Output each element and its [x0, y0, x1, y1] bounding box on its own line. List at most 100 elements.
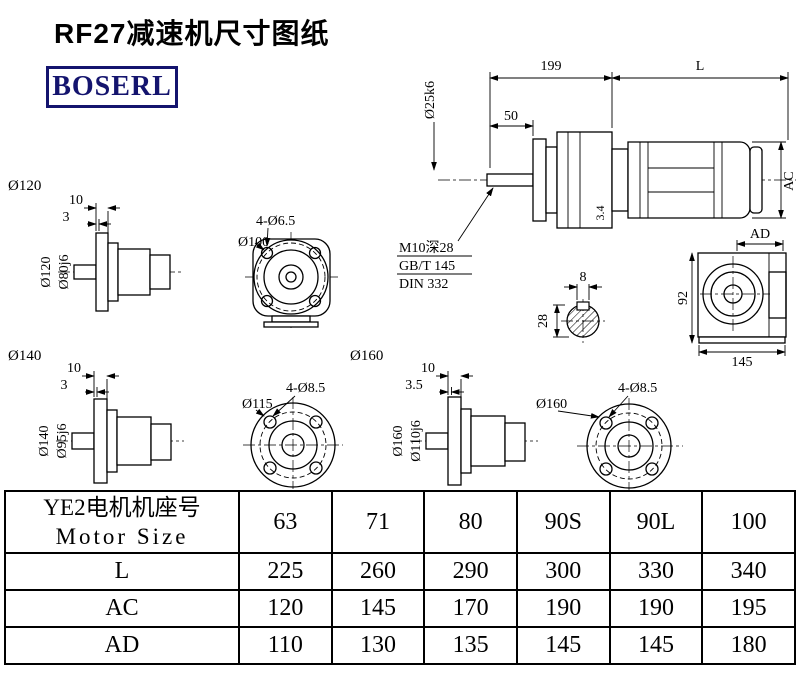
view-label-d160: Ø160 — [350, 348, 383, 364]
dim-L: L — [696, 59, 705, 74]
table-row-L: L 225 260 290 300 330 340 — [4, 552, 796, 591]
table-cell: 225 — [238, 552, 333, 591]
dim-AD: AD — [750, 227, 770, 242]
fan-cover — [749, 146, 763, 214]
bolt-hole — [308, 294, 322, 308]
bolt-circle — [595, 412, 663, 480]
bolt-circle — [259, 411, 327, 479]
table-cell: 300 — [515, 552, 611, 591]
table-cell: 190 — [515, 589, 611, 628]
front-view-160: Ø160 4-Ø8.5 — [536, 381, 683, 490]
header-en: Motor Size — [55, 523, 189, 549]
header-cn: YE2电机机座号 — [43, 494, 201, 520]
table-cell: 145 — [330, 589, 426, 628]
dim-10: 10 — [69, 193, 83, 208]
dim-d115: Ø115 — [242, 397, 273, 412]
flange-view-160: Ø160 10 3.5 Ø160 Ø110j6 — [350, 348, 538, 486]
table-cell: 260 — [330, 552, 426, 591]
table-cell: 195 — [701, 589, 796, 628]
dim-spigot-110j6: Ø110j6 — [409, 420, 424, 461]
view-label-d140: Ø140 — [8, 348, 41, 364]
table-cell: 120 — [238, 589, 333, 628]
dim-10: 10 — [67, 361, 81, 376]
keyway-slot — [576, 301, 590, 311]
table-cell: 170 — [423, 589, 518, 628]
holes-label-115: 4-Ø8.5 — [286, 381, 325, 396]
row-label-AC: AC — [4, 589, 240, 628]
foot-base — [263, 321, 319, 328]
shaft-section-view: 8 28 — [536, 270, 605, 343]
table-cell: 135 — [423, 626, 518, 665]
size-column-90L: 90L — [608, 490, 704, 554]
dim-spigot-80j6: Ø80j6 — [57, 255, 72, 290]
output-shaft — [486, 173, 534, 187]
dim-199: 199 — [541, 59, 562, 74]
table-header-row: YE2电机机座号 Motor Size 63 71 80 90S 90L 100 — [4, 490, 796, 554]
bolt-hole — [599, 416, 613, 430]
shaft-stub — [425, 432, 449, 450]
holes-label-160: 4-Ø8.5 — [618, 381, 657, 396]
bolt-hole — [309, 461, 323, 475]
flange-step — [545, 146, 558, 214]
front-view-100: 4-Ø6.5 Ø100 — [238, 214, 338, 330]
dim-3-4: 3.4 — [593, 206, 607, 221]
table-cell: 190 — [608, 589, 704, 628]
bolt-hole — [260, 294, 274, 308]
motor-size-table: YE2电机机座号 Motor Size 63 71 80 90S 90L 100… — [4, 490, 796, 665]
flange-outline — [586, 403, 672, 489]
table-cell: 145 — [608, 626, 704, 665]
bolt-hole — [645, 462, 659, 476]
holes-label-100: 4-Ø6.5 — [256, 214, 295, 229]
dim-flange-od-140: Ø140 — [37, 425, 52, 456]
dim-3: 3 — [61, 378, 68, 393]
gear-housing — [470, 415, 506, 467]
dim-92: 92 — [676, 291, 691, 305]
terminal-box — [768, 271, 787, 319]
size-column-80: 80 — [423, 490, 518, 554]
table-cell: 180 — [701, 626, 796, 665]
note-gbt145: GB/T 145 — [399, 259, 455, 274]
gear-housing — [117, 248, 151, 296]
note-m10-thread: M10深28 — [399, 240, 453, 256]
flange-plate — [447, 396, 462, 486]
page-title: RF27减速机尺寸图纸 — [54, 18, 330, 49]
view-label-d120: Ø120 — [8, 178, 41, 194]
dim-3: 3 — [63, 210, 70, 225]
dim-8: 8 — [580, 270, 587, 285]
dim-50: 50 — [504, 109, 518, 124]
bolt-hole — [260, 246, 274, 260]
front-view-115: Ø115 4-Ø8.5 — [242, 381, 343, 489]
motor-size-header-cell: YE2电机机座号 Motor Size — [4, 490, 240, 554]
table-cell: 110 — [238, 626, 333, 665]
note-din332: DIN 332 — [399, 277, 448, 292]
flange-plate — [93, 398, 108, 484]
dim-d100: Ø100 — [238, 235, 269, 250]
flange-outline — [250, 402, 336, 488]
motor-body — [627, 141, 751, 219]
size-column-71: 71 — [330, 490, 426, 554]
table-cell: 340 — [701, 552, 796, 591]
dim-spigot-95j6: Ø95j6 — [55, 424, 70, 459]
shaft-stub — [71, 432, 95, 450]
flange-view-140: Ø140 10 3 Ø140 Ø95j6 — [8, 348, 184, 484]
main-assembly-view — [438, 131, 796, 229]
table-row-AD: AD 110 130 135 145 145 180 — [4, 626, 796, 665]
main-dimensions: 199 L 50 Ø25k6 AC 3.4 M10深28 GB/T 145 DI… — [397, 59, 797, 292]
dim-145: 145 — [732, 355, 753, 370]
bolt-circle — [256, 242, 326, 312]
dim-flange-od-160: Ø160 — [391, 425, 406, 456]
brand-logo-text: BOSERL — [52, 71, 172, 102]
brand-logo: BOSERL — [46, 66, 178, 108]
dim-shaft-diameter: Ø25k6 — [423, 81, 438, 119]
dim-d160-front: Ø160 — [536, 397, 567, 412]
dim-AC: AC — [782, 171, 797, 190]
motor-end-view: AD 92 145 — [676, 227, 787, 370]
base-foot — [698, 336, 786, 344]
table-cell: 145 — [515, 626, 611, 665]
dim-10: 10 — [421, 361, 435, 376]
size-column-63: 63 — [238, 490, 333, 554]
size-column-100: 100 — [701, 490, 796, 554]
bolt-hole — [263, 461, 277, 475]
technical-drawing: 199 L 50 Ø25k6 AC 3.4 M10深28 GB/T 145 DI… — [8, 59, 797, 490]
